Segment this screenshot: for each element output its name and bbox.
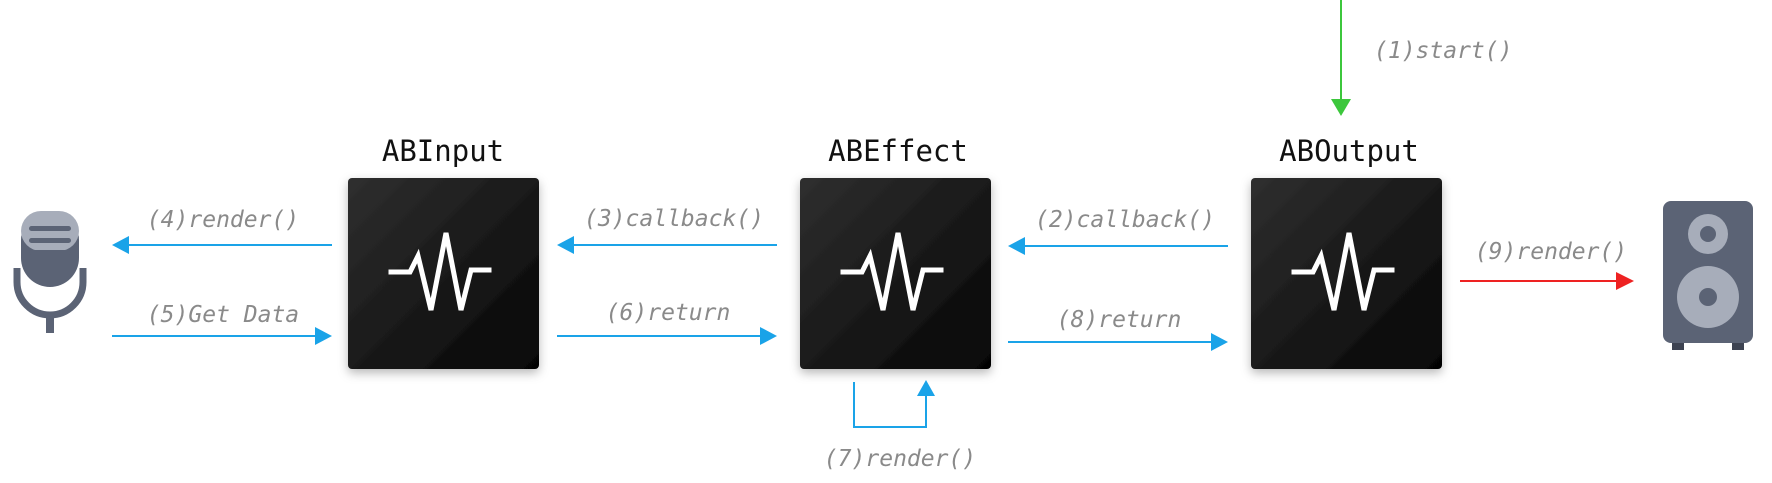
edge-label: (6)return [606,300,731,326]
node-aboutput: ABOutput [1251,134,1442,369]
edge-label: (5)Get Data [147,302,299,328]
node-title: ABInput [382,134,504,168]
waveform-icon [840,232,944,311]
edge-start: (1)start() [1331,0,1512,116]
microphone-icon [13,211,87,333]
edge-output-callback: (2)callback() [1008,207,1228,255]
edge-effect-return: (8)return [1008,307,1228,351]
edge-label: (9)render() [1475,239,1627,265]
node-title: ABEffect [828,134,968,168]
edge-label: (7)render() [824,446,976,472]
node-abeffect: ABEffect [800,134,991,369]
node-title: ABOutput [1279,134,1419,168]
edge-label: (2)callback() [1035,207,1215,233]
node-abinput: ABInput [348,134,539,369]
edge-label: (1)start() [1374,38,1512,64]
waveform-icon [1291,232,1395,311]
edge-speaker-render: (9)render() [1460,239,1634,290]
edge-label: (8)return [1057,307,1182,333]
edge-label: (3)callback() [584,206,764,232]
edge-effect-render: (7)render() [824,380,976,472]
edge-input-return: (6)return [557,300,777,345]
edge-get-data: (5)Get Data [112,302,332,345]
edge-input-render: (4)render() [112,207,332,254]
edge-effect-callback: (3)callback() [557,206,777,254]
speaker-icon [1663,201,1753,350]
waveform-icon [388,232,492,311]
edge-label: (4)render() [147,207,299,233]
